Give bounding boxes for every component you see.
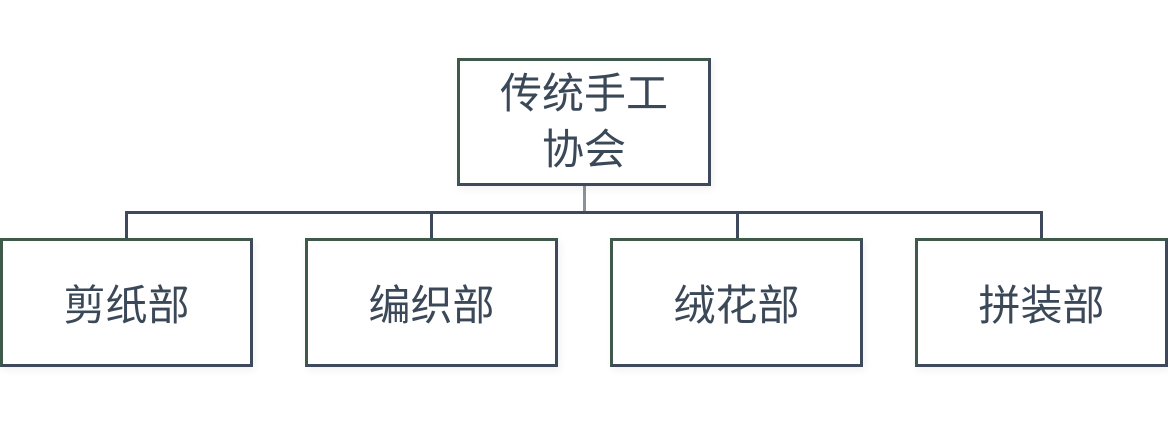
connector-child-3 bbox=[736, 211, 739, 239]
connector-child-2 bbox=[430, 211, 433, 239]
child-node-velvet-flower: 绒花部 bbox=[610, 238, 863, 367]
child-node-label: 拼装部 bbox=[978, 281, 1105, 330]
connector-child-1 bbox=[125, 211, 128, 239]
child-node-label: 绒花部 bbox=[673, 281, 800, 330]
connector-horizontal bbox=[125, 211, 1043, 214]
child-node-label: 编织部 bbox=[368, 281, 495, 330]
child-node-weaving: 编织部 bbox=[305, 238, 558, 367]
connector-root-stem bbox=[583, 185, 586, 213]
root-node: 传统手工协会 bbox=[457, 58, 711, 186]
child-node-label: 剪纸部 bbox=[63, 281, 190, 330]
root-node-label: 传统手工协会 bbox=[499, 69, 668, 174]
child-node-papercut: 剪纸部 bbox=[0, 238, 253, 367]
connector-child-4 bbox=[1040, 211, 1043, 239]
child-node-assembly: 拼装部 bbox=[915, 238, 1168, 367]
